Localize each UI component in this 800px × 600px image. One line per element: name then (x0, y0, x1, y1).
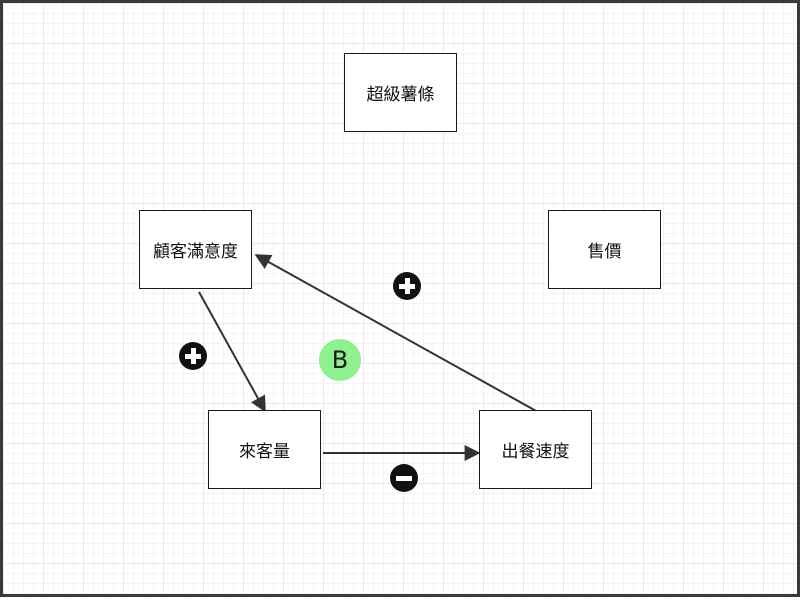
plus-sign-icon-satisfaction-traffic (179, 342, 207, 370)
edge-speed-to-satisfaction[interactable] (254, 254, 539, 413)
edges-layer (198, 254, 539, 461)
loop-label: B (331, 346, 349, 374)
node-super-fries-label: 超級薯條 (366, 85, 435, 105)
node-serving-speed[interactable]: 出餐速度 (479, 410, 592, 489)
minus-sign-icon-traffic-speed (390, 464, 418, 492)
balancing-loop-badge: B (319, 339, 361, 381)
node-serving-speed-label: 出餐速度 (501, 442, 570, 462)
node-customer-satisfaction[interactable]: 顧客滿意度 (139, 210, 252, 289)
plus-sign-icon-speed-satisfaction (393, 272, 421, 300)
node-customer-traffic[interactable]: 來客量 (208, 410, 321, 489)
node-customer-satisfaction-label: 顧客滿意度 (153, 242, 238, 262)
node-super-fries[interactable]: 超級薯條 (344, 53, 457, 132)
node-price[interactable]: 售價 (548, 210, 661, 289)
edge-satisfaction-to-traffic[interactable] (198, 291, 266, 413)
node-customer-traffic-label: 來客量 (239, 442, 290, 462)
node-price-label: 售價 (587, 242, 622, 262)
